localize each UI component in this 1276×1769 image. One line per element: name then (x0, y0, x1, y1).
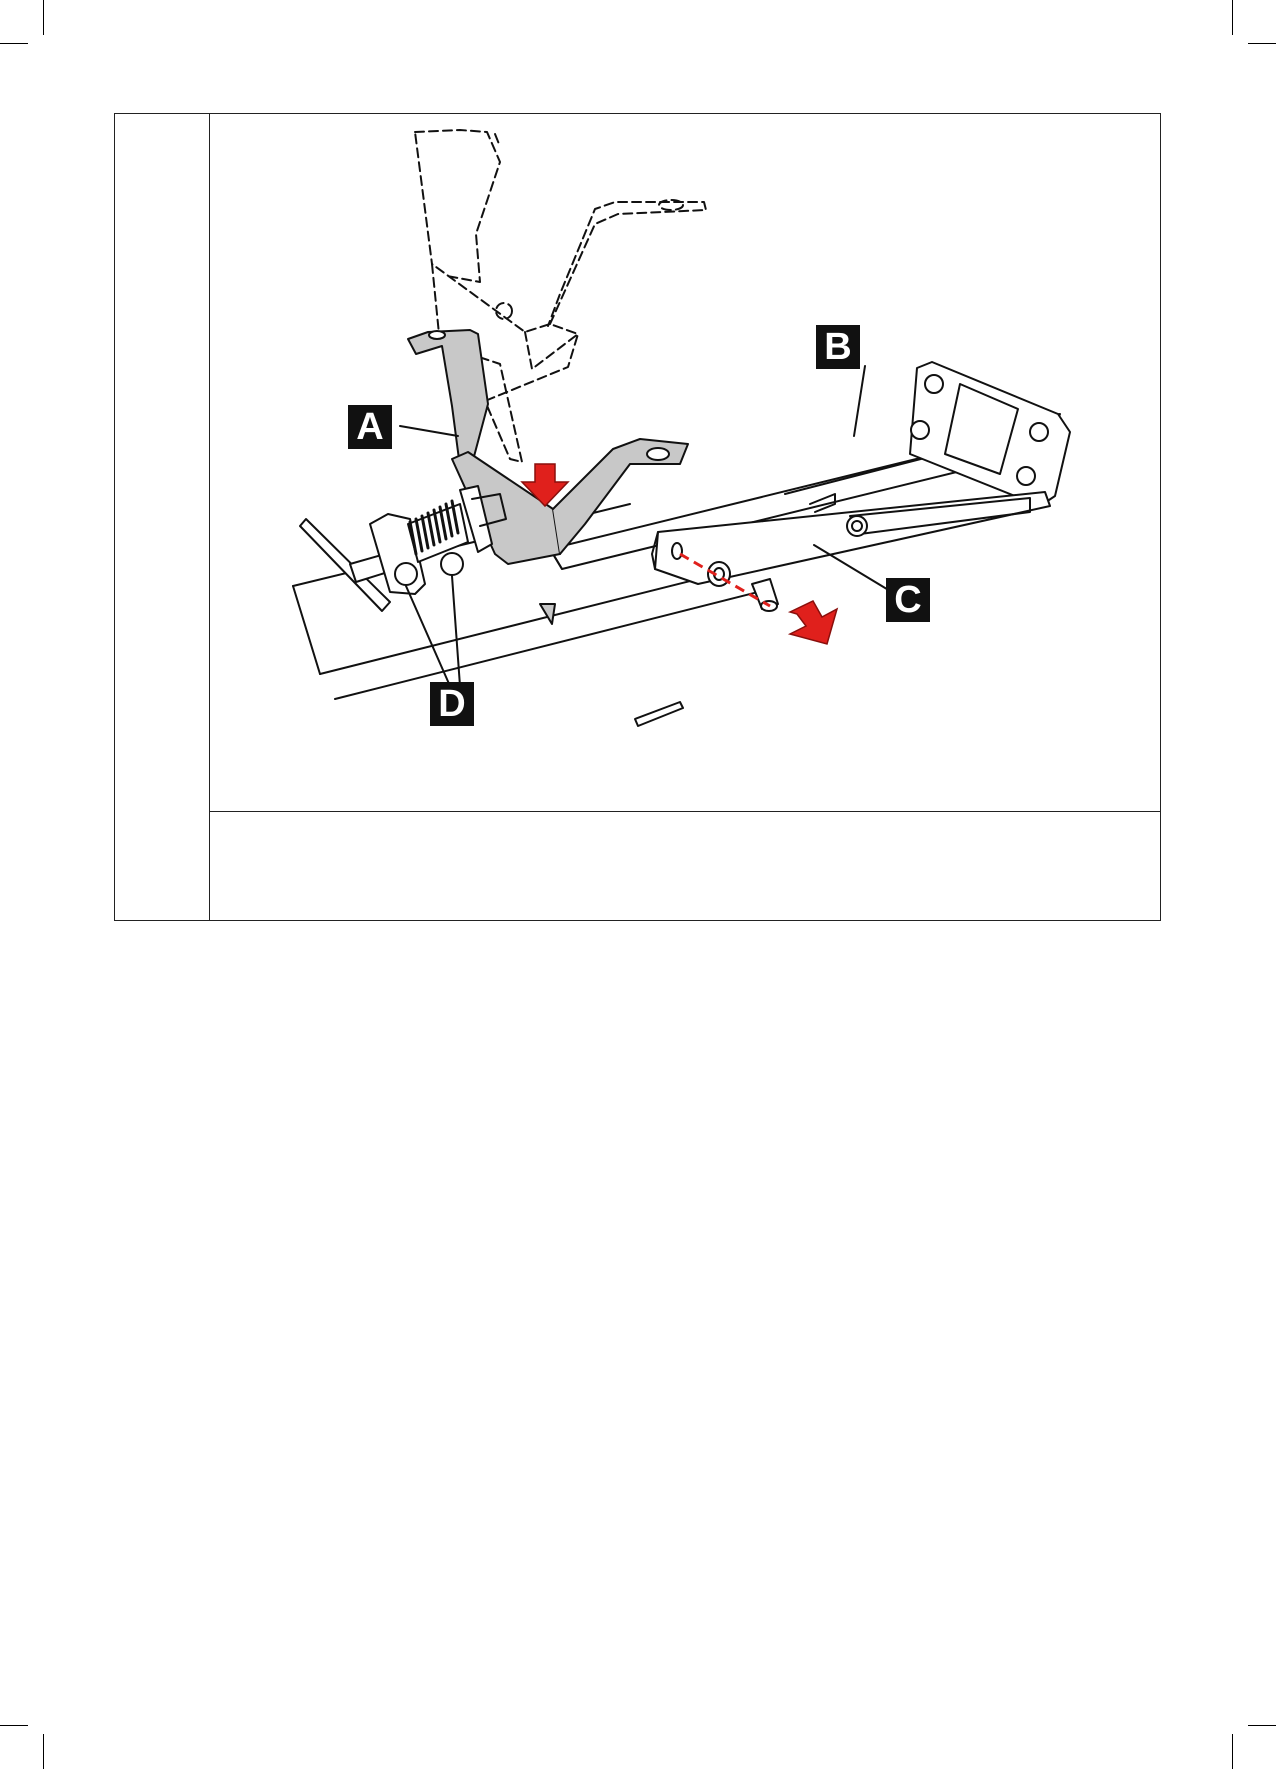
caption-cell (210, 812, 1160, 920)
instruction-frame: A B C D (114, 113, 1161, 921)
crop-mark-top-right-v (1232, 0, 1233, 35)
crop-mark-top-right-h (1248, 43, 1276, 44)
step-number-cell (115, 114, 210, 920)
callout-b: B (816, 325, 860, 369)
callout-a: A (348, 405, 392, 449)
assembly-illustration (210, 114, 1160, 811)
pin-parts (635, 562, 778, 726)
callout-c: C (886, 578, 930, 622)
crop-mark-bottom-left-h (0, 1725, 28, 1726)
clamp-assembly (300, 486, 506, 611)
crop-mark-bottom-right-v (1232, 1734, 1233, 1769)
crop-mark-bottom-right-h (1248, 1725, 1276, 1726)
insert-arrow-icon (790, 601, 837, 644)
callout-d: D (430, 682, 474, 726)
crop-mark-bottom-left-v (43, 1734, 44, 1769)
mounting-plate (910, 362, 1070, 506)
crop-mark-top-left-h (0, 43, 28, 44)
crop-mark-top-left-v (43, 0, 44, 35)
assembly-figure: A B C D (210, 114, 1160, 812)
